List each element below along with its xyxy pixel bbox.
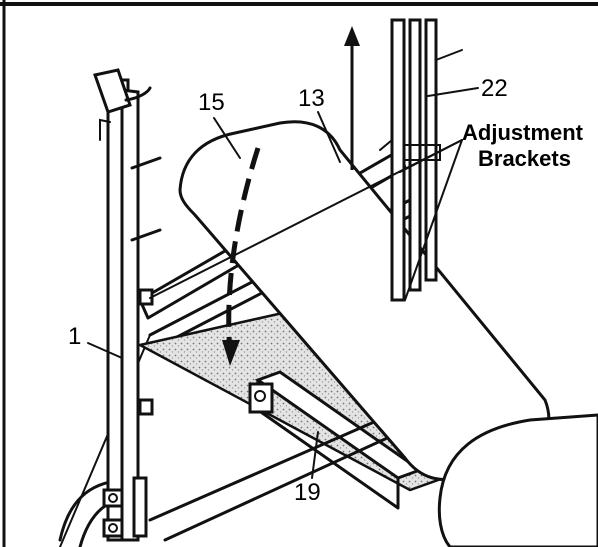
label-part-1: 1 xyxy=(68,323,81,350)
upward-arrow xyxy=(344,26,360,170)
label-adjustment-line1: Adjustment xyxy=(462,120,584,145)
label-part-13: 13 xyxy=(298,85,325,112)
label-part-22: 22 xyxy=(481,75,508,102)
seat-pad xyxy=(437,413,598,547)
label-adjustment-line2: Brackets xyxy=(478,146,571,171)
motion-arc-arrow xyxy=(222,147,261,366)
label-part-15: 15 xyxy=(198,89,225,116)
label-part-19: 19 xyxy=(294,479,321,506)
leader-lines xyxy=(87,87,479,479)
front-upright xyxy=(93,68,162,542)
rear-uprights xyxy=(379,18,463,302)
